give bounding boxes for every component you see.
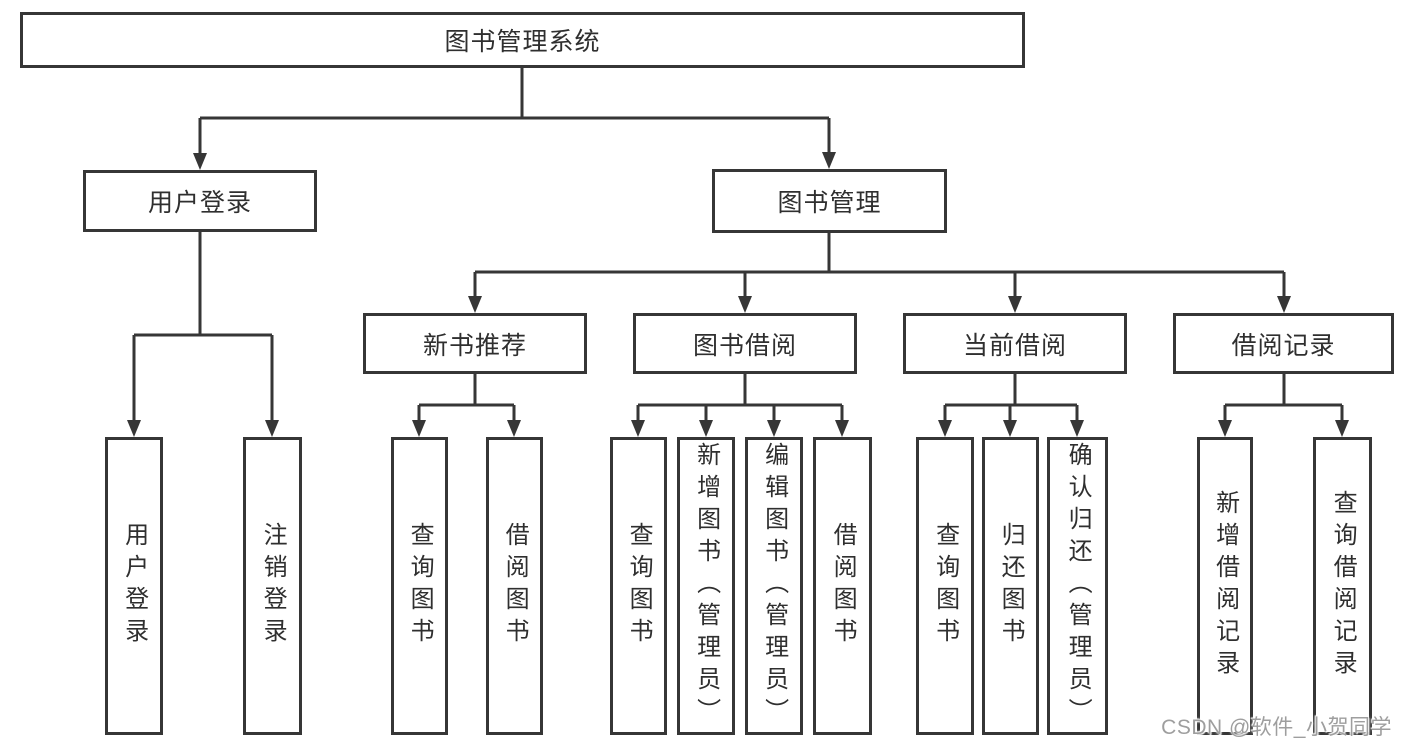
leaf-query-books-borrowing: 查询图书 (610, 437, 667, 735)
node-book-borrowing-label: 图书借阅 (692, 331, 797, 360)
leaf-borrow-books-recommend-label: 借阅图书 (501, 522, 529, 650)
leaf-query-books-current: 查询图书 (916, 437, 974, 735)
leaf-logout-label: 注销登录 (259, 522, 287, 650)
node-book-management: 图书管理 (712, 169, 947, 233)
node-book-management-label: 图书管理 (777, 189, 882, 217)
leaf-query-borrow-record: 查询借阅记录 (1313, 437, 1372, 735)
leaf-borrow-books-recommend: 借阅图书 (486, 437, 543, 735)
leaf-add-borrow-record: 新增借阅记录 (1197, 437, 1253, 735)
leaf-user-login-label: 用户登录 (120, 522, 148, 650)
leaf-user-login: 用户登录 (105, 437, 163, 735)
node-borrowing-records: 借阅记录 (1173, 313, 1394, 374)
leaf-add-books-admin: 新增图书（管理员） (677, 437, 735, 735)
node-root-label: 图书管理系统 (444, 28, 601, 56)
leaf-edit-books-admin: 编辑图书（管理员） (745, 437, 803, 735)
leaf-borrow-books-borrowing-label: 借阅图书 (829, 522, 857, 650)
leaf-query-books-borrowing-label: 查询图书 (625, 522, 653, 650)
node-user-login: 用户登录 (83, 170, 317, 232)
leaf-add-books-admin-label: 新增图书（管理员） (692, 442, 720, 730)
leaf-query-borrow-record-label: 查询借阅记录 (1329, 490, 1357, 682)
node-root-library-system: 图书管理系统 (20, 12, 1025, 68)
node-new-book-recommendation-label: 新书推荐 (422, 331, 527, 360)
leaf-confirm-return-admin: 确认归还（管理员） (1047, 437, 1108, 735)
leaf-query-books-current-label: 查询图书 (931, 522, 959, 650)
node-book-borrowing: 图书借阅 (633, 313, 857, 374)
node-user-login-label: 用户登录 (147, 189, 252, 217)
leaf-add-borrow-record-label: 新增借阅记录 (1211, 490, 1239, 682)
leaf-return-books-label: 归还图书 (997, 522, 1025, 650)
leaf-confirm-return-admin-label: 确认归还（管理员） (1064, 442, 1092, 730)
node-borrowing-records-label: 借阅记录 (1231, 331, 1336, 360)
watermark: CSDN @软件_小贺同学 (1161, 716, 1392, 739)
node-current-borrowing: 当前借阅 (903, 313, 1127, 374)
leaf-borrow-books-borrowing: 借阅图书 (813, 437, 872, 735)
leaf-return-books: 归还图书 (982, 437, 1039, 735)
leaf-edit-books-admin-label: 编辑图书（管理员） (760, 442, 788, 730)
leaf-logout: 注销登录 (243, 437, 302, 735)
leaf-query-books-recommend-label: 查询图书 (406, 522, 434, 650)
node-new-book-recommendation: 新书推荐 (363, 313, 587, 374)
node-current-borrowing-label: 当前借阅 (962, 331, 1067, 360)
leaf-query-books-recommend: 查询图书 (391, 437, 448, 735)
